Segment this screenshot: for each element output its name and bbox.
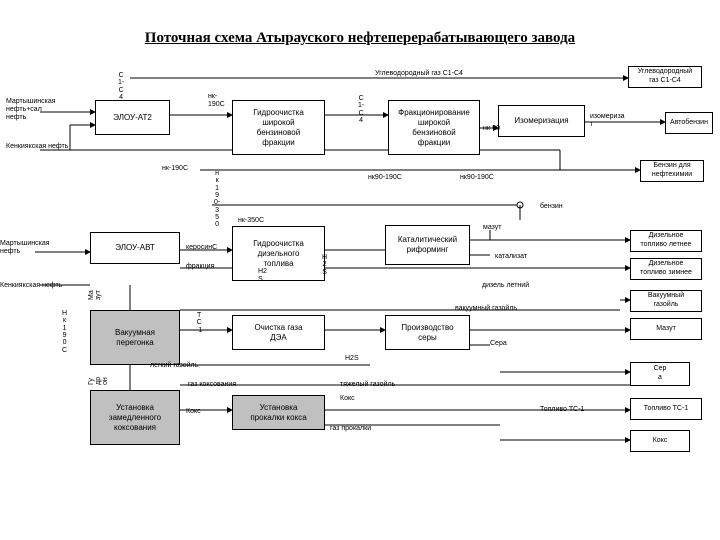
label-kenkiyak: Кенкиякская нефть [6,143,69,150]
label-katalizat: катализат [495,253,528,260]
label-benzin: бензин [540,203,563,210]
label-c1c4-top: Углеводородный газ С1-С4 [375,70,463,77]
box-isomerization: Изомеризация [498,105,585,137]
label-koks-b: Кокс [340,395,355,402]
box-sulfur-out: Сер а [630,362,690,386]
label-frakcia: фракция [186,263,215,270]
label-izomerizat: изомериза т [590,113,625,129]
label-light-gasoil: легкий газойль [150,362,199,369]
label-nk190-a: нк- 190С [208,93,225,109]
box-sulfur-prod: Производство серы [385,315,470,350]
label-c1c4-v2: С 1- С 4 [358,95,365,125]
box-coke-out: Кокс [630,430,690,452]
box-elou-at2: ЭЛОУ-АТ2 [95,100,170,135]
label-c1c4-v1: С 1- С 4 [118,72,125,102]
box-hydro-diesel: Гидроочистка дизельного топлива [232,226,325,281]
label-h2s-v: Н 2 S [322,254,328,276]
box-mazut-out: Мазут [630,318,702,340]
label-mazut-v: Ма зут [88,290,102,300]
label-sera: Сера [490,340,507,347]
label-fuel-ts1: Топливо ТС-1 [540,406,585,413]
box-coking: Установка замедленного коксования [90,390,180,445]
label-tc1-v: Т С -1 [196,312,203,334]
box-diesel-winter: Дизельное топливо зимнее [630,258,702,280]
label-h2s-a: Н2 S [258,268,267,284]
label-nk350: нк-350С [238,217,264,224]
label-mazut-a: мазут [483,224,502,231]
label-nk190-v: н к 1 9 0- 3 5 0 [214,170,221,229]
label-n90-190-a: нк90-190С [368,174,402,181]
box-elou-avt: ЭЛОУ-АВТ [90,232,180,264]
box-dea: Очистка газа ДЭА [232,315,325,350]
box-diesel-summer: Дизельное топливо летнее [630,230,702,252]
box-vacuum-gasoil-out: Вакуумный газойль [630,290,702,312]
label-dizel-leto: дизель летний [482,282,530,289]
label-gas-calc: газ прокалки [330,425,372,432]
label-vac-gasoil: вакуумный газойль [455,305,518,312]
label-koks-a: Кокс [186,408,201,415]
box-autogasoline: Автобензин [665,112,713,134]
label-nk90: нк-90 [483,125,501,132]
label-martyshi-2: Мартышинская нефть [0,240,50,256]
box-fuel-ts1-out: Топливо ТС-1 [630,398,702,420]
box-hydro-gasoline: Гидроочистка широкой бензиновой фракции [232,100,325,155]
label-kenkiyak-2: Кенкиякская нефть [0,282,63,289]
label-heavy-gasoil: тяжелый газойль [340,381,396,388]
label-kerosin: керосинС [186,244,218,251]
box-gas-c1c4-out: Углеводородный газ С1-С4 [628,66,702,88]
label-gudron-v: Гу др он [88,377,109,385]
label-martyshi-1: Мартышинская нефть+сал нефть [6,98,56,122]
box-gasoline-petrochem: Бензин для нефтехимии [640,160,704,182]
label-nk190-b: нк-190С [162,165,188,172]
box-vacuum-distill: Вакуумная перегонка [90,310,180,365]
label-n90-190-b: нк90-190С [460,174,494,181]
label-nk190-v2: Н к 1 9 0 С [62,310,68,354]
label-h2s-b: Н2S [345,355,359,362]
box-cat-reforming: Каталитический риформинг [385,225,470,265]
page-title: Поточная схема Атырауского нефтеперераба… [144,30,576,46]
box-fractionation: Фракционирование широкой бензиновой фрак… [388,100,480,155]
label-gas-cok: газ коксования [188,381,237,388]
box-coke-calc: Установка прокалки кокса [232,395,325,430]
